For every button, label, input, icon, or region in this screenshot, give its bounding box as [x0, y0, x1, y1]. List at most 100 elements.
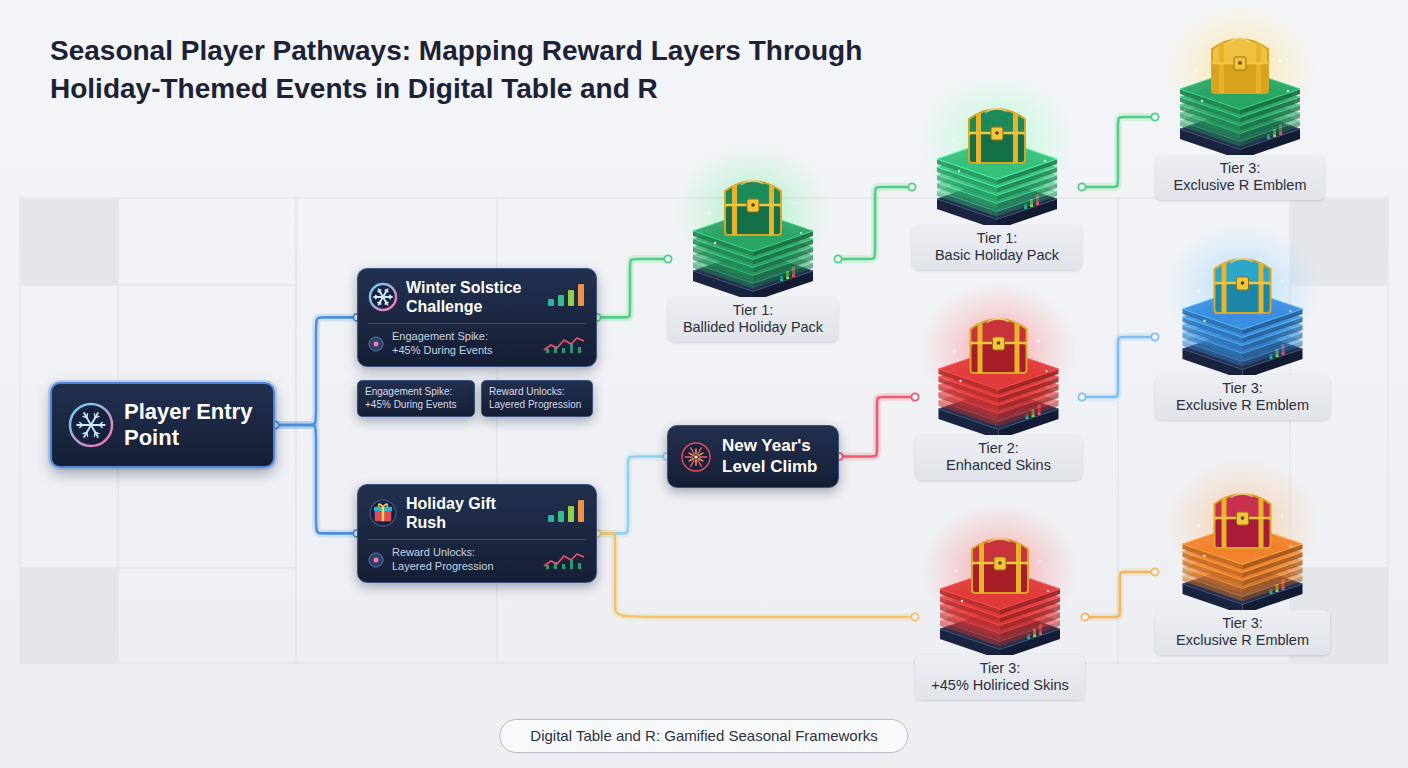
node-title: New Year's Level Climb [722, 436, 826, 477]
connector [275, 317, 357, 425]
decor-line [972, 562, 1028, 565]
reward-node: Tier 1:Basic Holiday Pack [912, 95, 1082, 270]
grid-frame [20, 198, 1388, 663]
sparkle [1044, 160, 1046, 162]
connector-group [834, 183, 915, 262]
chest-area [915, 528, 1085, 655]
decor-polyline [544, 338, 584, 350]
decor-line [689, 453, 693, 455]
decor-rect [578, 500, 584, 522]
sparkle [1279, 60, 1282, 63]
decor-rect [570, 560, 573, 569]
chest-illustration [1155, 250, 1330, 375]
connector-dot [911, 393, 918, 400]
decor-line [691, 459, 695, 465]
connector-glow [597, 259, 668, 317]
decor-line [388, 297, 390, 299]
snowflake-icon [368, 282, 398, 312]
decor-line [99, 425, 102, 428]
bar-sparkline [546, 498, 586, 524]
decor-rect [570, 344, 573, 353]
decor-rect [994, 557, 1006, 570]
decor-path [379, 504, 387, 507]
decor-line [695, 449, 696, 454]
chest-area [1155, 250, 1330, 375]
decor-circle [370, 284, 396, 310]
decor-rect [1259, 498, 1264, 548]
decor-circle [370, 500, 396, 526]
decor-rect [558, 295, 564, 306]
decor-rect [979, 543, 984, 593]
chest-illustration [668, 170, 838, 297]
divider-line [368, 539, 586, 540]
reward-name: Exclusive R Emblem [1165, 177, 1315, 194]
connector-glow [597, 457, 667, 534]
sparkle [792, 202, 795, 205]
grid-line [1290, 568, 1388, 569]
decor-circle [1241, 516, 1245, 520]
decor-polyline [544, 554, 584, 566]
node-title: Player Entry Point [124, 399, 254, 452]
sparkle [959, 380, 961, 382]
decor-circle [374, 341, 379, 346]
event-box: Holiday Gift RushReward Unlocks: Layered… [357, 484, 597, 583]
sparkle [1039, 560, 1042, 563]
layout-row: Winter Solstice Challenge [368, 278, 586, 316]
decor-rect [568, 506, 574, 522]
text-slot: Engagement Spike: +45% During Events [392, 330, 510, 356]
sparkle [800, 232, 802, 234]
sparkle [707, 211, 710, 214]
sparkle [954, 569, 957, 572]
decor-rect [568, 290, 574, 306]
decor-circle [369, 553, 383, 567]
decor-line [379, 297, 384, 305]
decor-line [698, 447, 702, 453]
sparkle [951, 139, 954, 142]
layout-row: Reward Unlocks: Layered Progression [368, 546, 586, 572]
reward-name: Enhanced Skins [925, 457, 1072, 474]
tier-label: Tier 1: [922, 230, 1072, 247]
chest-area [1155, 5, 1325, 155]
decor-rect [1259, 263, 1264, 313]
treasure-chest [1215, 494, 1271, 548]
decor-rect [578, 347, 581, 353]
chest-illustration [1155, 5, 1325, 155]
event-title: Holiday Gift Rush [406, 494, 538, 532]
decor-rect [558, 511, 564, 522]
decor-line [77, 424, 91, 426]
chest-glow [1162, 3, 1318, 135]
decor-line [971, 342, 1027, 345]
decor-circle [694, 455, 698, 459]
chest-area [912, 95, 1082, 225]
chest-area [668, 170, 838, 297]
treasure-chest [1215, 259, 1271, 313]
decor-rect [1234, 57, 1246, 70]
grid-tiles [21, 199, 1387, 662]
grid-tile [21, 199, 117, 284]
decor-rect [993, 337, 1005, 350]
connector-glow [597, 533, 915, 617]
decor-rect [976, 113, 981, 163]
decor-line [91, 424, 105, 426]
sparkle [961, 600, 963, 602]
tier-label: Tier 3: [1165, 380, 1320, 397]
stat-note: Engagement Spike: +45% During Events [365, 386, 467, 411]
decor-circle [1238, 61, 1242, 65]
decor-line [83, 432, 87, 433]
connector-dot [834, 255, 841, 262]
grid-lines [20, 198, 1388, 663]
decor-rect [1013, 113, 1018, 163]
decor-line [84, 413, 91, 425]
decor-path [741, 181, 763, 185]
chest-illustration [1155, 485, 1330, 610]
decor-line [689, 458, 693, 460]
chest-glow [922, 503, 1078, 635]
connector-glow [1082, 117, 1155, 187]
decor-line [699, 456, 706, 457]
bar-sparkline [546, 282, 586, 308]
decor-rect [546, 349, 549, 353]
reward-name: Exclusive R Emblem [1165, 397, 1320, 414]
decor-line [84, 425, 91, 437]
decor-circle [374, 557, 379, 562]
stat-box: Engagement Spike: +45% During Events [357, 380, 475, 417]
